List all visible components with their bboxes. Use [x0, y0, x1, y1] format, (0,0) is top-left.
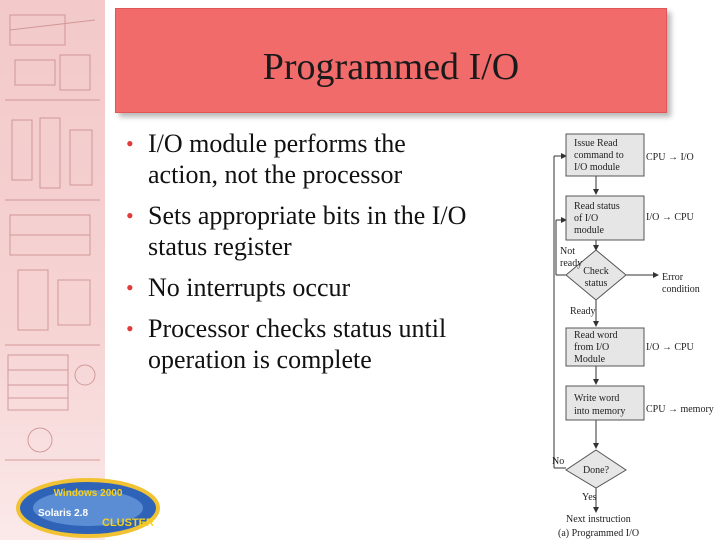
box2-line2: of I/O: [574, 213, 598, 224]
box3-line2: from I/O: [574, 342, 609, 353]
check-line2: status: [585, 278, 608, 289]
bullet-text-cont: operation is complete: [148, 345, 372, 374]
done-diamond: [565, 449, 627, 489]
read-word-box: [565, 327, 645, 367]
bullet-list: • I/O module performs the action, not th…: [126, 128, 546, 385]
error-label-1: Error: [662, 272, 684, 283]
side-label-1: CPU → I/O: [646, 152, 694, 163]
check-line1: Check: [583, 266, 609, 277]
bullet-text: Sets appropriate bits in the I/O: [148, 201, 467, 230]
bullet-text: Processor checks status until: [148, 314, 447, 343]
bullet-text: No interrupts occur: [148, 273, 351, 302]
page-title: Programmed I/O: [262, 46, 520, 88]
side-label-2: I/O → CPU: [646, 212, 695, 223]
logo-text-solaris: Solaris 2.8: [38, 508, 88, 519]
box2-line1: Read status: [574, 201, 620, 212]
side-label-3: I/O → CPU: [646, 342, 695, 353]
ready-label: Ready: [570, 306, 596, 317]
box1-line3: I/O module: [574, 162, 620, 173]
not-ready-label-2: ready: [560, 258, 582, 269]
bullet-item: • No interrupts occur: [126, 272, 546, 303]
yes-label: Yes: [582, 492, 597, 503]
next-instruction-label: Next instruction: [566, 514, 631, 525]
box1-line1: Issue Read: [574, 138, 618, 149]
check-status-diamond: [565, 249, 627, 301]
issue-read-box: [565, 133, 645, 177]
read-status-box: [565, 195, 645, 241]
not-ready-label-1: Not: [560, 246, 575, 257]
box4-line2: into memory: [574, 406, 625, 417]
bullet-dot-icon: •: [126, 316, 134, 341]
decorative-strip: [0, 0, 105, 540]
title-bar: Programmed I/O: [115, 8, 667, 113]
programmed-io-flowchart: Issue Read command to I/O module Read st…: [552, 133, 714, 539]
bullet-dot-icon: •: [126, 131, 134, 156]
error-label-2: condition: [662, 284, 700, 295]
box4-line1: Write word: [574, 393, 619, 404]
logo-text-windows: Windows 2000: [54, 488, 123, 499]
bullet-text-cont: status register: [148, 232, 292, 261]
box1-line2: command to: [574, 150, 624, 161]
logo-text-cluster: CLUSTER: [102, 517, 154, 529]
os-logo-badge: Windows 2000 Solaris 2.8 CLUSTER: [8, 468, 176, 538]
box3-line3: Module: [574, 354, 606, 365]
bullet-item: • I/O module performs the action, not th…: [126, 128, 546, 190]
circuit-diagram-decoration: [5, 14, 100, 461]
side-label-4: CPU → memory: [646, 404, 714, 415]
flowchart-caption: (a) Programmed I/O: [558, 528, 639, 539]
done-label: Done?: [583, 465, 610, 476]
bullet-dot-icon: •: [126, 203, 134, 228]
no-label: No: [552, 456, 564, 467]
bullet-dot-icon: •: [126, 275, 134, 300]
bullet-item: • Processor checks status until operatio…: [126, 313, 546, 375]
bullet-text-cont: action, not the processor: [148, 160, 403, 189]
bullet-item: • Sets appropriate bits in the I/O statu…: [126, 200, 546, 262]
box2-line3: module: [574, 225, 605, 236]
write-word-box: [565, 385, 645, 421]
box3-line1: Read word: [574, 330, 618, 341]
bullet-text: I/O module performs the: [148, 129, 406, 158]
